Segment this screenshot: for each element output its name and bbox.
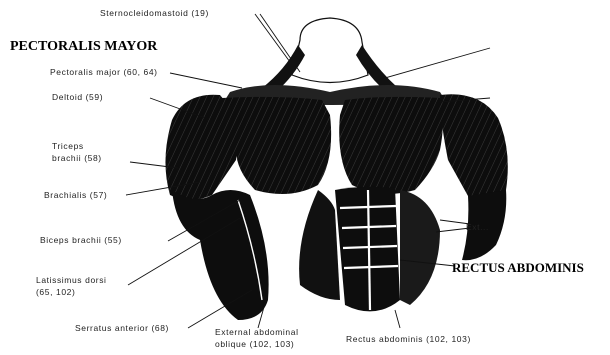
label-external-right: Ext... — [466, 222, 489, 232]
label-rectus-abdominis-large: RECTUS ABDOMINIS — [452, 260, 584, 275]
right-deltoid — [440, 94, 508, 199]
label-deltoid: Deltoid (59) — [52, 92, 103, 102]
label-latissimus-2: (65, 102) — [36, 287, 75, 297]
external-oblique — [400, 190, 440, 305]
label-pectoralis-major: Pectoralis major (60, 64) — [50, 67, 158, 77]
label-serratus-anterior: Serratus anterior (68) — [75, 323, 169, 333]
left-pectoralis-major — [222, 97, 331, 194]
label-triceps-2: brachii (58) — [52, 153, 102, 163]
right-pectoralis-major — [339, 97, 443, 194]
label-external-oblique: External abdominal — [215, 327, 299, 337]
label-latissimus: Latissimus dorsi — [36, 275, 107, 285]
left-deltoid — [165, 95, 237, 200]
label-external-oblique-2: oblique (102, 103) — [215, 339, 294, 349]
label-rectus-abdominis: Rectus abdominis (102, 103) — [346, 334, 471, 344]
label-biceps: Biceps brachii (55) — [40, 235, 122, 245]
serratus-anterior — [299, 190, 340, 300]
title-pectoralis-mayor: PECTORALIS MAYOR — [10, 39, 158, 54]
label-sternocleidomastoid: Sternocleidomastoid (19) — [100, 8, 209, 18]
neck-shape — [292, 18, 368, 83]
label-triceps: Triceps — [52, 141, 84, 151]
label-brachialis: Brachialis (57) — [44, 190, 107, 200]
